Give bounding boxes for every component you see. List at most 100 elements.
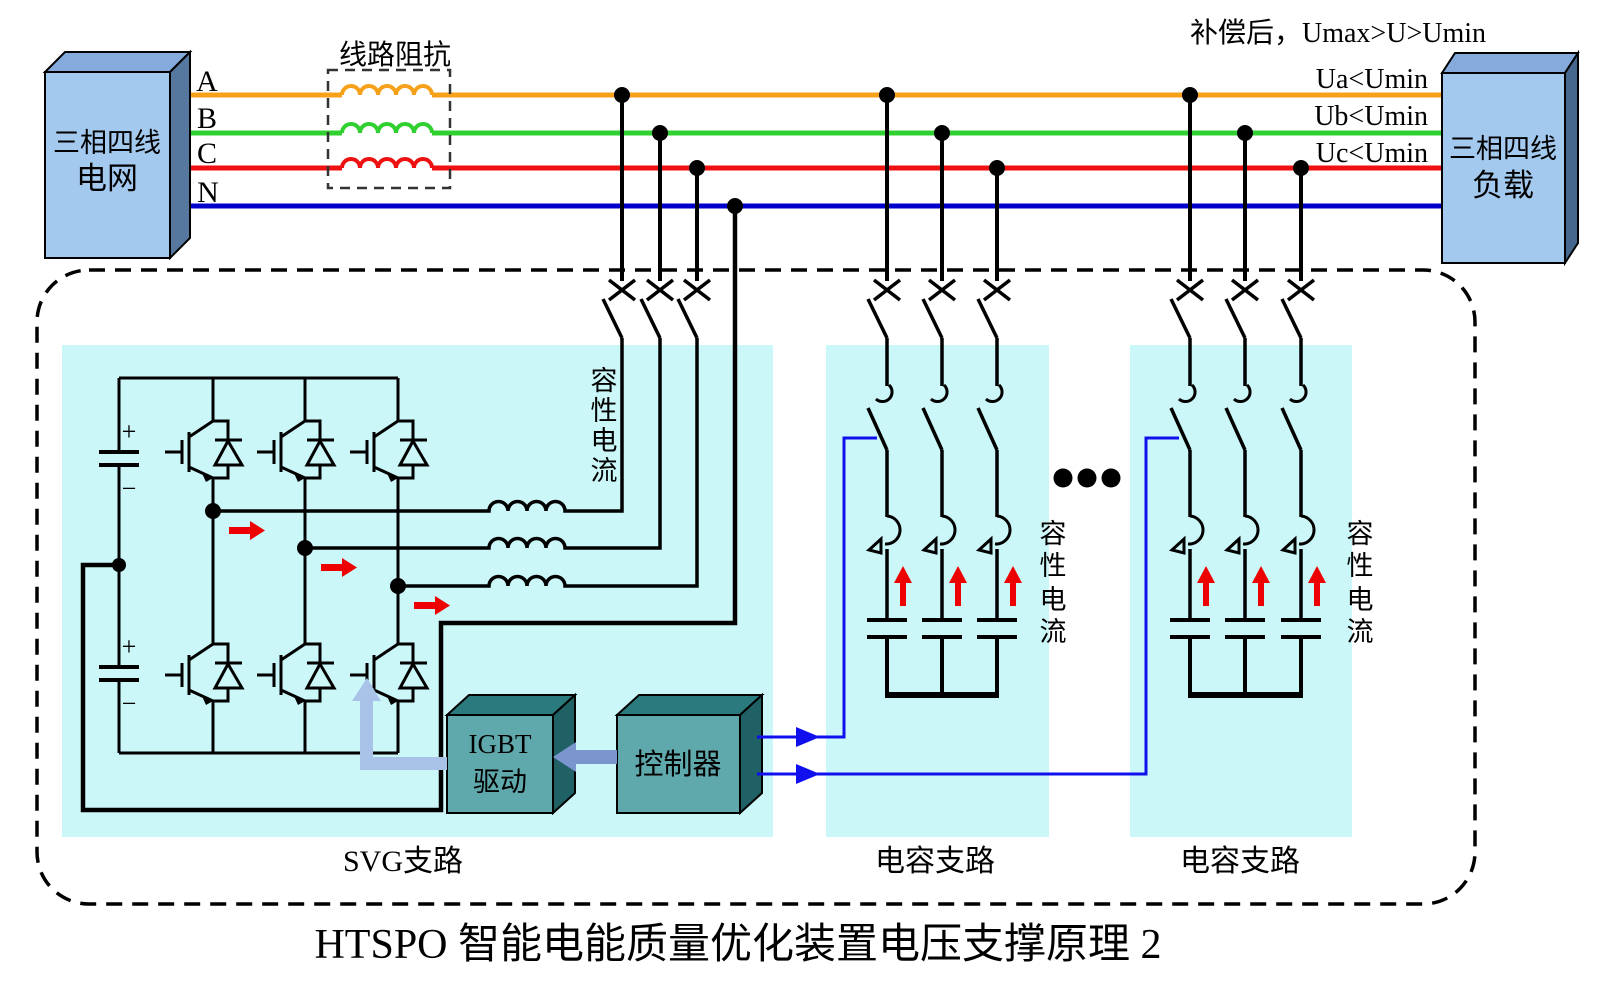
switch-blade bbox=[976, 407, 999, 451]
current-arrow-icon bbox=[894, 566, 912, 583]
diode-triangle bbox=[304, 437, 337, 467]
ellipsis-dot bbox=[1101, 468, 1121, 488]
controller-label: 控制器 bbox=[634, 748, 721, 781]
igbt-emitter-arrow bbox=[386, 471, 398, 482]
switch-blade bbox=[1169, 298, 1192, 339]
grid-box-front bbox=[44, 71, 171, 259]
neutral-return-wire bbox=[80, 206, 738, 813]
load-box-side bbox=[1564, 49, 1579, 267]
diode-triangle bbox=[212, 660, 245, 690]
switch-blade bbox=[921, 407, 944, 451]
switch-blade bbox=[1224, 407, 1247, 451]
cap-minus-sign: − bbox=[122, 689, 137, 718]
neutral-label: N bbox=[197, 176, 219, 209]
phase-b-label: B bbox=[197, 102, 217, 135]
igbt-icon bbox=[257, 642, 337, 705]
igbt-collector bbox=[188, 419, 214, 439]
ellipsis-dot bbox=[1077, 468, 1097, 488]
current-arrow-icon bbox=[414, 602, 436, 609]
igbt-emitter-arrow bbox=[386, 694, 398, 705]
fuse-x-icon bbox=[872, 278, 902, 302]
diode-loop-wire bbox=[398, 419, 415, 480]
control-arrow-2-icon bbox=[796, 764, 820, 784]
current-arrow-icon bbox=[1197, 566, 1215, 583]
current-arrow-icon bbox=[1010, 582, 1016, 606]
switch-blade bbox=[1280, 407, 1303, 451]
diode-loop-wire bbox=[213, 642, 230, 703]
diode-triangle bbox=[397, 437, 430, 467]
current-arrow-icon bbox=[229, 527, 251, 534]
igbt-drive-front bbox=[446, 714, 554, 814]
bus-lines bbox=[187, 92, 1442, 209]
capacitive-current-label: 容 bbox=[1347, 519, 1374, 549]
fuse-x-icon bbox=[927, 278, 957, 302]
fuse-x-icon bbox=[1286, 278, 1316, 302]
igbt-icon bbox=[257, 419, 337, 482]
arrow-head bbox=[553, 742, 576, 772]
controller-box: 控制器 bbox=[614, 692, 765, 816]
cap-plus-sign: + bbox=[122, 417, 137, 446]
contactor-jaw-icon bbox=[1279, 535, 1297, 555]
cap-minus-sign: − bbox=[122, 474, 137, 503]
diode-loop-wire bbox=[398, 642, 415, 703]
igbt-icon bbox=[350, 419, 430, 482]
compensation-note: 补偿后，Umax>U>Umin bbox=[1190, 17, 1486, 49]
grid-box-side bbox=[169, 49, 191, 261]
current-arrow-icon bbox=[1004, 566, 1022, 583]
line-impedance-coils bbox=[340, 84, 434, 169]
diode-loop-wire bbox=[305, 419, 322, 480]
uc-annotation: Uc<Umin bbox=[1316, 138, 1428, 169]
tap-node bbox=[727, 198, 743, 214]
fuse-x-icon bbox=[1230, 278, 1260, 302]
output-line-a bbox=[213, 338, 624, 513]
igbt-icon bbox=[165, 419, 245, 482]
switch-blade bbox=[676, 298, 699, 339]
contactor-contact-icon bbox=[984, 383, 1004, 404]
current-arrow-icon bbox=[342, 558, 357, 577]
current-arrow-icon bbox=[949, 566, 967, 583]
impedance-box bbox=[326, 68, 452, 190]
ub-annotation: Ub<Umin bbox=[1314, 101, 1428, 132]
diode-triangle bbox=[304, 660, 337, 690]
diode-triangle bbox=[397, 660, 430, 690]
gate-drive-arrow bbox=[352, 678, 447, 770]
igbt-emitter-arrow bbox=[201, 694, 213, 705]
phase-midpoint-node bbox=[205, 503, 221, 519]
contactor-contact-icon bbox=[1232, 383, 1252, 404]
diode-loop-wire bbox=[213, 419, 230, 480]
contactor-jaw-icon bbox=[920, 535, 938, 555]
grid-box-text2: 电网 bbox=[76, 161, 138, 196]
impedance-coil-a bbox=[340, 84, 434, 96]
igbt-collector bbox=[373, 642, 399, 662]
ua-annotation: Ua<Umin bbox=[1316, 64, 1428, 95]
igbt-collector bbox=[280, 419, 306, 439]
current-arrow-icon bbox=[900, 582, 906, 606]
phase-a-label: A bbox=[196, 65, 218, 98]
switch-blade bbox=[866, 407, 889, 451]
grid-source-box: 三相四线 电网 bbox=[42, 49, 193, 261]
capacitive-current-label: 流 bbox=[591, 456, 618, 486]
load-box-text1: 三相四线 bbox=[1449, 134, 1557, 164]
output-line-b bbox=[305, 338, 662, 550]
impedance-coil-b bbox=[340, 122, 434, 134]
current-arrow-icon bbox=[1314, 582, 1320, 606]
diagram-title: HTSPO 智能电能质量优化装置电压支撑原理 2 bbox=[314, 922, 1161, 968]
switch-blade bbox=[1224, 298, 1247, 339]
grid-box-text1: 三相四线 bbox=[53, 128, 161, 158]
arrow-shaft bbox=[360, 700, 373, 770]
current-arrow-icon bbox=[1308, 566, 1326, 583]
fuse-x-icon bbox=[982, 278, 1012, 302]
impedance-coil-c bbox=[340, 157, 434, 169]
capacitive-current-label: 性 bbox=[1040, 551, 1067, 581]
fuse-x-icon bbox=[645, 278, 675, 302]
contactor-jaw-icon bbox=[865, 535, 883, 555]
igbt-emitter-arrow bbox=[293, 694, 305, 705]
igbt-collector bbox=[280, 642, 306, 662]
fuse-x-icon bbox=[1175, 278, 1205, 302]
capacitive-current-label: 性 bbox=[591, 396, 618, 426]
capacitive-current-label: 容 bbox=[1040, 519, 1067, 549]
current-arrow-icon bbox=[1258, 582, 1264, 606]
contactor-contact-icon bbox=[1288, 383, 1308, 404]
contactor-contact-icon bbox=[929, 383, 949, 404]
